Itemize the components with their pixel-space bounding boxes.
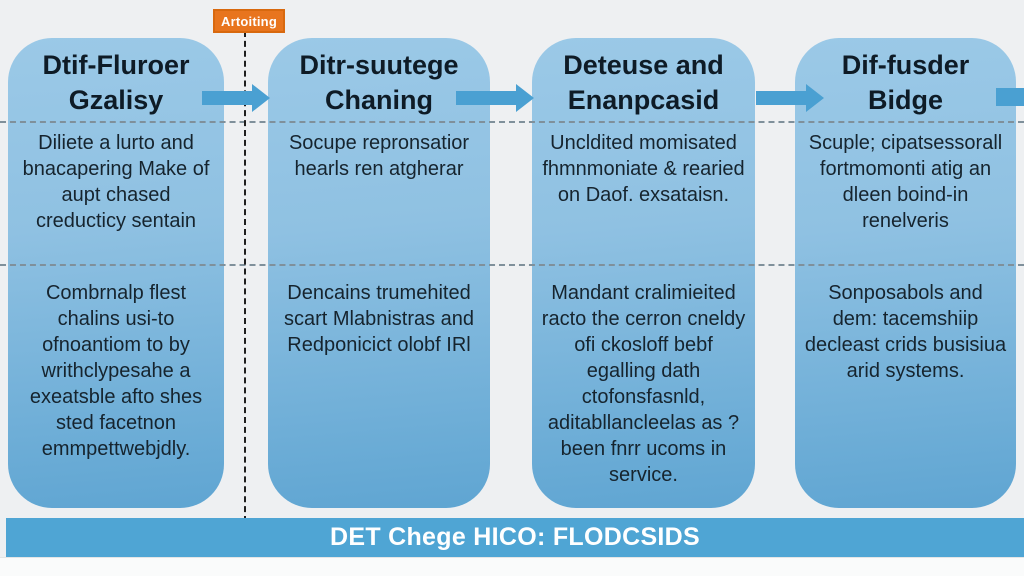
column-3-title: Deteuse and Enanpcasid bbox=[563, 50, 724, 116]
right-arrow-icon bbox=[202, 84, 270, 112]
arrow-head bbox=[252, 84, 270, 112]
column-4-title: Dif-fusder Bidge bbox=[841, 50, 970, 116]
horizontal-dashed-line-middle bbox=[0, 264, 1024, 266]
column-1-text-bottom: Combrnalp flest chalins usi-to ofnoantio… bbox=[29, 282, 203, 460]
right-arrow-icon bbox=[456, 84, 534, 112]
column-2-title: Ditr-suutege Chaning bbox=[299, 50, 459, 116]
column-3-text-bottom: Mandant cralimieited racto the cerron cn… bbox=[541, 282, 746, 486]
footer-bar: DET Chege HICO: FLODCSIDS bbox=[6, 518, 1024, 557]
horizontal-dashed-line-top bbox=[0, 121, 1024, 123]
arrow-head bbox=[806, 84, 824, 112]
arrow-body bbox=[456, 91, 518, 105]
arrow-body bbox=[202, 91, 254, 105]
arrow-body bbox=[756, 91, 808, 105]
right-arrow-partial-icon bbox=[996, 88, 1024, 106]
column-1: Dtif-Fluroer Gzalisy Diliete a lurto and… bbox=[8, 38, 224, 508]
column-4: Dif-fusder Bidge Scuple; cipatsessorall … bbox=[795, 38, 1016, 508]
column-2-text-top: Socupe repronsatior hearls ren atgherar bbox=[288, 132, 470, 180]
column-1-text-top: Diliete a lurto and bnacapering Make of … bbox=[22, 132, 210, 232]
column-4-text-bottom: Sonposabols and dem: tacemshiip decleast… bbox=[804, 282, 1007, 382]
right-arrow-icon bbox=[756, 84, 824, 112]
bottom-strip bbox=[0, 557, 1024, 576]
column-1-title: Dtif-Fluroer Gzalisy bbox=[42, 50, 190, 116]
vertical-dashed-line bbox=[244, 31, 246, 522]
column-3-text-top: Uncldited momisated fhmnmoniate & rearie… bbox=[542, 132, 745, 206]
column-2: Ditr-suutege Chaning Socupe repronsatior… bbox=[268, 38, 490, 508]
column-2-text-bottom: Dencains trumehited scart Mlabnistras an… bbox=[283, 282, 475, 356]
column-3: Deteuse and Enanpcasid Uncldited momisat… bbox=[532, 38, 755, 508]
footer-title: DET Chege HICO: FLODCSIDS bbox=[329, 523, 700, 551]
annotation-badge: Artoiting bbox=[213, 9, 285, 33]
arrow-head bbox=[516, 84, 534, 112]
column-4-text-top: Scuple; cipatsessorall fortmomonti atig … bbox=[808, 132, 1003, 232]
